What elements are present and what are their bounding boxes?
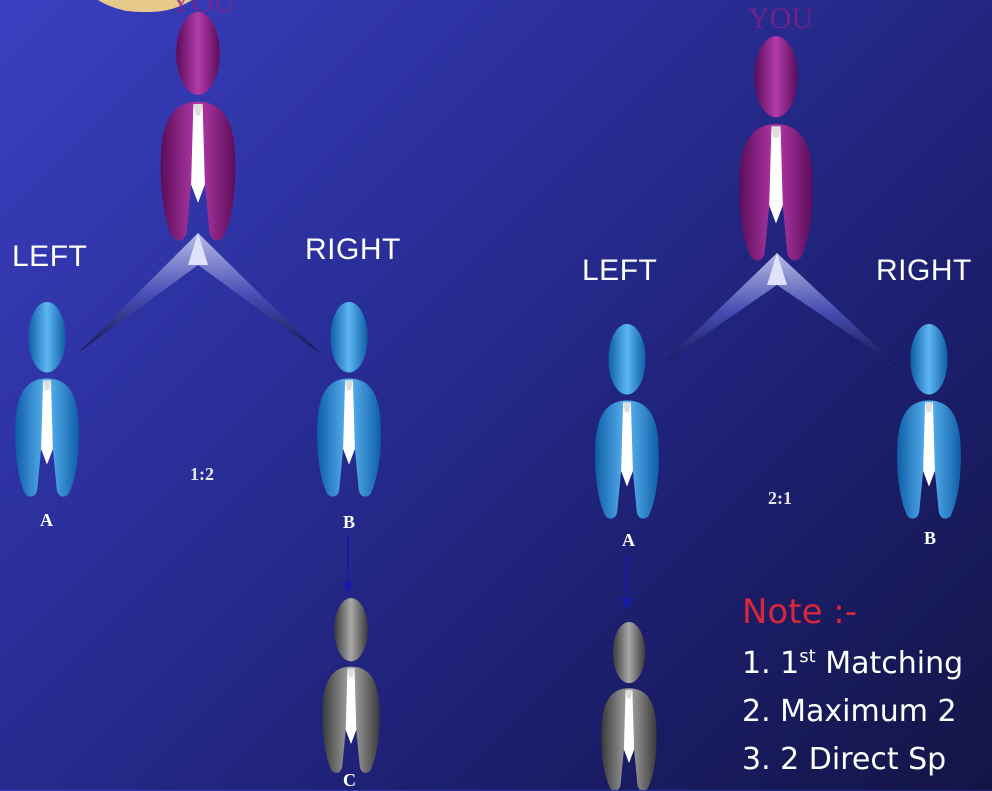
node-a-label-2: A (622, 530, 635, 550)
down-arrow-icon (342, 536, 354, 594)
ratio-label: 1:2 (190, 464, 214, 484)
node-b-label-2: B (924, 528, 937, 548)
right-label: RIGHT (305, 233, 401, 266)
note-line-3: 3. 2 Direct Sp (742, 742, 947, 777)
note-line-1: 1. 1st Matching (742, 646, 964, 681)
node-c-label: C (343, 770, 356, 790)
new-member-person-icon-2 (601, 622, 657, 790)
you-label-2: YOU (748, 2, 813, 35)
node-b-label: B (343, 512, 356, 532)
you-person-icon (160, 12, 236, 241)
new-member-c-person-icon (322, 598, 380, 773)
node-a-label: A (40, 510, 53, 530)
member-b-person-icon-2 (897, 324, 961, 519)
member-b-person-icon (317, 302, 381, 497)
binary-connector-2 (661, 253, 901, 369)
member-a-person-icon-2 (595, 324, 659, 519)
note-title: Note :- (742, 592, 858, 632)
ratio-label-2: 2:1 (768, 488, 792, 508)
right-label-2: RIGHT (876, 254, 972, 287)
left-label-2: LEFT (582, 254, 658, 287)
you-label: YOU (170, 0, 235, 19)
note-line-2: 2. Maximum 2 (742, 694, 957, 729)
down-arrow-icon-2 (621, 556, 633, 610)
binary-connector (78, 233, 322, 355)
you-person-icon-2 (739, 36, 813, 261)
left-label: LEFT (12, 240, 88, 273)
member-a-person-icon (15, 302, 79, 497)
